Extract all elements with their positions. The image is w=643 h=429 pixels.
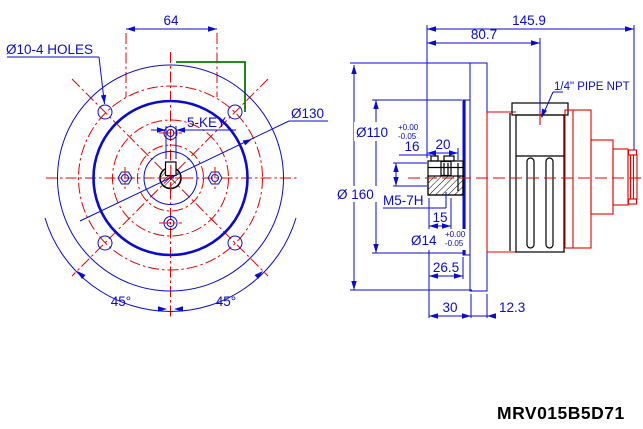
dim-64-label: 64	[163, 13, 179, 28]
dia110-tol-upper: +0.00	[398, 123, 419, 132]
side-view	[350, 25, 642, 318]
dim-15-label: 15	[432, 210, 447, 225]
thread-label: M5-7H	[383, 193, 424, 208]
dim-80-7-label: 80.7	[471, 27, 497, 42]
dimension-arrowheads	[77, 26, 634, 319]
side-dimensions	[350, 25, 635, 318]
angle-left-label: 45°	[111, 294, 131, 309]
labels: 64 Ø10-4 HOLES 5-KEY Ø130 45° 45° 145.9 …	[6, 13, 630, 423]
dia14-tol-upper: +0.00	[445, 230, 466, 239]
input-shaft-section	[427, 155, 464, 196]
bolt-holes	[97, 104, 243, 251]
cooling-fin	[526, 157, 535, 249]
npt-port	[539, 91, 563, 125]
dim-30-label: 30	[442, 300, 457, 315]
dia14-tol-lower: -0.05	[445, 239, 464, 248]
housing-corner-hidden-line	[176, 61, 246, 112]
tapped-holes	[117, 126, 223, 230]
dim-145-9-label: 145.9	[512, 13, 546, 28]
angle-right-label: 45°	[216, 294, 236, 309]
dim-12-3-label: 12.3	[499, 300, 525, 315]
dia110-tol-lower: -0.05	[398, 132, 417, 141]
dim-16-label: 16	[404, 139, 419, 154]
angle-dimension	[44, 217, 297, 312]
holes-label: Ø10-4 HOLES	[6, 42, 93, 57]
key-label: 5-KEY	[187, 115, 226, 130]
dia14-label: Ø14	[411, 233, 437, 248]
flange-circles	[57, 64, 284, 292]
motor-rear	[564, 109, 638, 249]
dim-20-label: 20	[435, 137, 450, 152]
dim-26-5-label: 26.5	[433, 260, 459, 275]
front-view	[7, 28, 328, 318]
shaft-bore	[158, 161, 184, 191]
dia110-label: Ø110	[356, 125, 388, 140]
dia130-label: Ø130	[291, 106, 324, 121]
dia130-leader	[79, 120, 328, 222]
npt-label: 1/4" PIPE NPT	[554, 81, 630, 93]
cooling-fin	[545, 157, 554, 249]
flange-side	[462, 62, 488, 292]
dia160-label: Ø 160	[337, 187, 374, 202]
part-number: MRV015B5D71	[497, 403, 625, 423]
